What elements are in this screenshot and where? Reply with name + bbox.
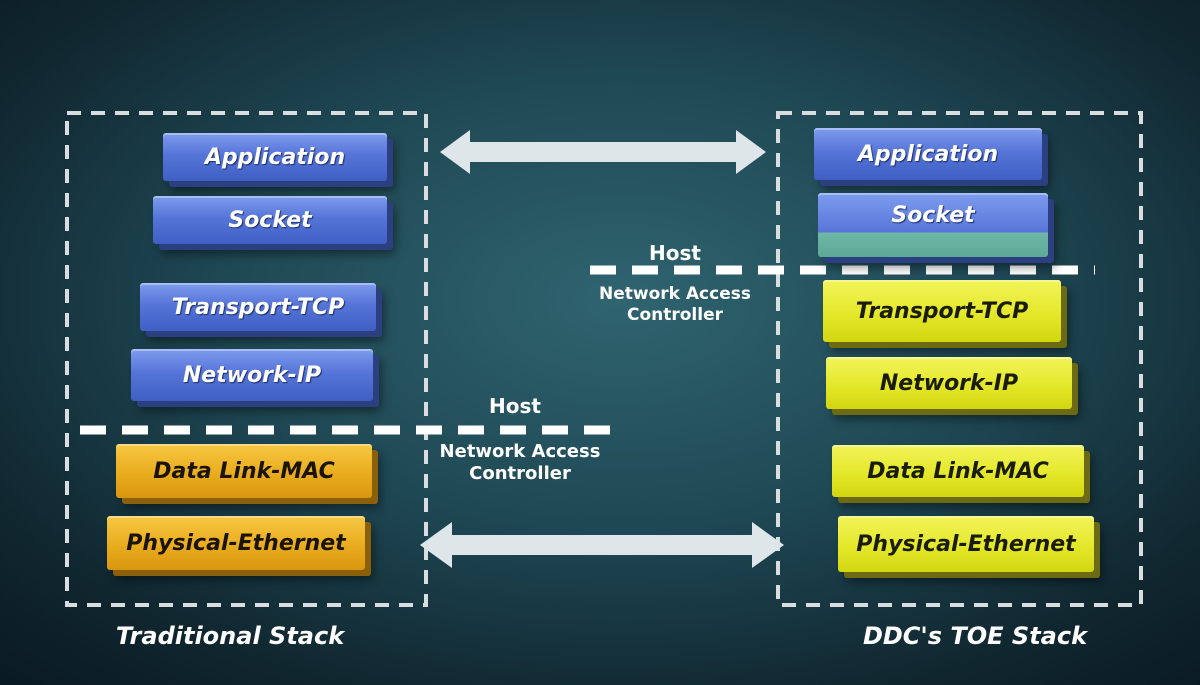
traditional-nac-line2: Controller [469, 463, 571, 484]
traditional-nac-label: Network Access Controller [405, 441, 635, 485]
traditional-layer-network-ip: Network-IP [131, 349, 373, 401]
traditional-host-label: Host [489, 394, 541, 418]
traditional-stack-title: Traditional Stack [115, 622, 345, 650]
toe-stack-title: DDC's TOE Stack [862, 622, 1088, 650]
toe-layer-application: Application [814, 128, 1042, 180]
toe-layer-data-link-mac: Data Link-MAC [832, 445, 1084, 497]
traditional-stack-outline [65, 111, 428, 607]
toe-nac-label: Network Access Controller [565, 284, 785, 326]
traditional-nac-line1: Network Access [439, 441, 601, 462]
traditional-layer-physical-ethernet: Physical-Ethernet [107, 516, 365, 570]
toe-stack-outline [776, 111, 1143, 607]
bottom-double-arrow [420, 522, 784, 568]
traditional-layer-socket: Socket [153, 196, 387, 244]
toe-nac-line1: Network Access [599, 284, 751, 304]
toe-layer-transport-tcp: Transport-TCP [823, 280, 1061, 342]
traditional-layer-application: Application [163, 133, 387, 181]
traditional-layer-data-link-mac: Data Link-MAC [116, 444, 372, 498]
top-double-arrow [440, 130, 766, 174]
toe-layer-socket: Socket [818, 193, 1048, 257]
toe-nac-line2: Controller [626, 305, 723, 325]
traditional-layer-transport-tcp: Transport-TCP [140, 283, 376, 331]
toe-layer-physical-ethernet: Physical-Ethernet [838, 516, 1094, 572]
toe-host-label: Host [649, 241, 701, 265]
toe-layer-network-ip: Network-IP [826, 357, 1072, 409]
